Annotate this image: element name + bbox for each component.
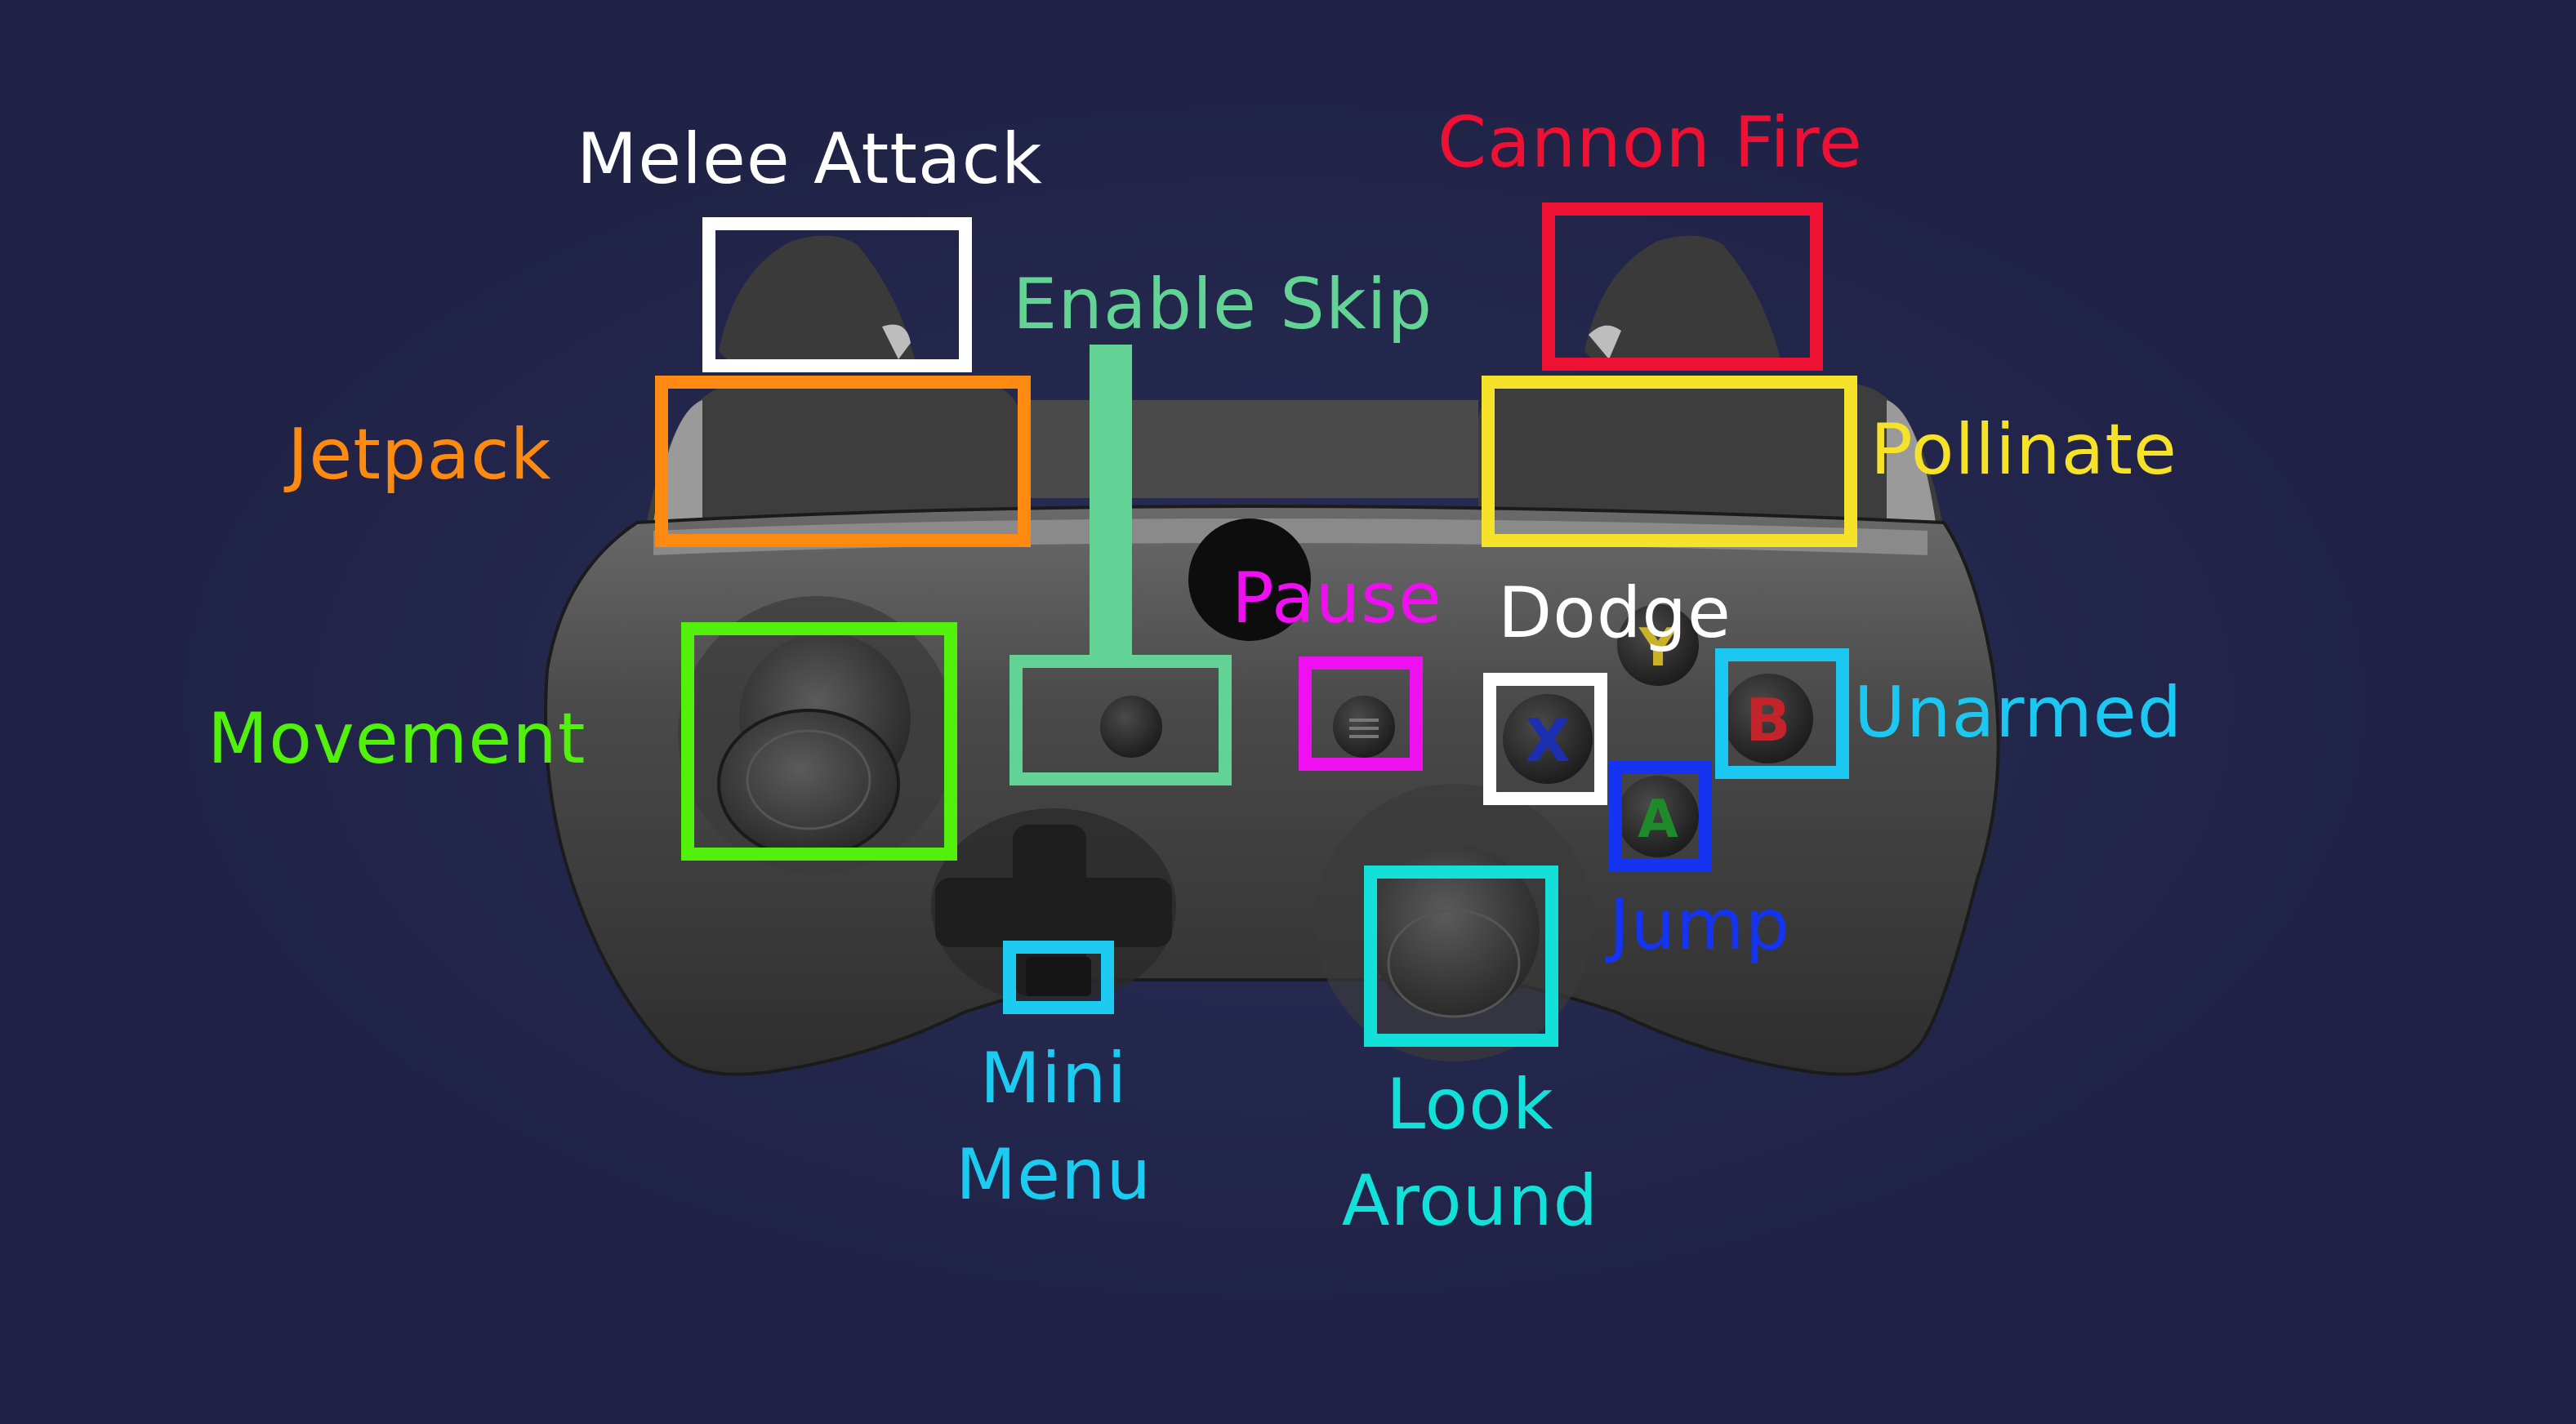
- b-button: B: [1723, 674, 1813, 763]
- dodge-box: [1483, 673, 1607, 805]
- unarmed-box: [1715, 648, 1849, 779]
- pause-label: Pause: [1232, 558, 1442, 639]
- left-stick: [678, 596, 956, 874]
- cannon-fire-box: [1542, 202, 1823, 371]
- pause-box: [1299, 656, 1423, 771]
- right-trigger: [1584, 235, 1780, 367]
- mini-menu-label: Mini Menu: [955, 1038, 1152, 1216]
- dodge-label: Dodge: [1498, 572, 1731, 654]
- unarmed-label: Unarmed: [1854, 672, 2183, 754]
- jetpack-label: Jetpack: [287, 414, 552, 496]
- melee-attack-label: Melee Attack: [577, 118, 1043, 200]
- view-button: [1100, 696, 1162, 758]
- guide-button: [1188, 518, 1311, 641]
- look-around-box: [1364, 866, 1558, 1047]
- y-button: Y: [1617, 604, 1699, 686]
- look-around-label: Look Around: [1341, 1064, 1599, 1242]
- dpad-down: [1026, 957, 1091, 996]
- enable-skip-label: Enable Skip: [1013, 264, 1433, 345]
- enable-skip-box: [1009, 655, 1232, 785]
- jump-box: [1609, 761, 1712, 872]
- pollinate-box: [1482, 376, 1857, 547]
- melee-attack-box: [702, 217, 972, 372]
- pollinate-label: Pollinate: [1870, 409, 2177, 491]
- jetpack-box: [655, 376, 1031, 547]
- mini-menu-box: [1003, 941, 1114, 1014]
- cannon-fire-label: Cannon Fire: [1437, 102, 1863, 184]
- svg-text:A: A: [1638, 790, 1678, 850]
- movement-box: [681, 622, 957, 861]
- x-button: X: [1503, 694, 1593, 784]
- right-stick: [1315, 784, 1593, 1061]
- svg-text:B: B: [1746, 686, 1791, 754]
- jump-label: Jump: [1609, 884, 1791, 966]
- enable-skip-connector: [1090, 345, 1132, 658]
- movement-label: Movement: [207, 698, 586, 780]
- svg-text:X: X: [1525, 706, 1571, 775]
- right-bumper: [1478, 384, 1944, 531]
- a-button: A: [1617, 776, 1699, 857]
- svg-text:Y: Y: [1638, 618, 1678, 679]
- left-trigger: [719, 235, 915, 367]
